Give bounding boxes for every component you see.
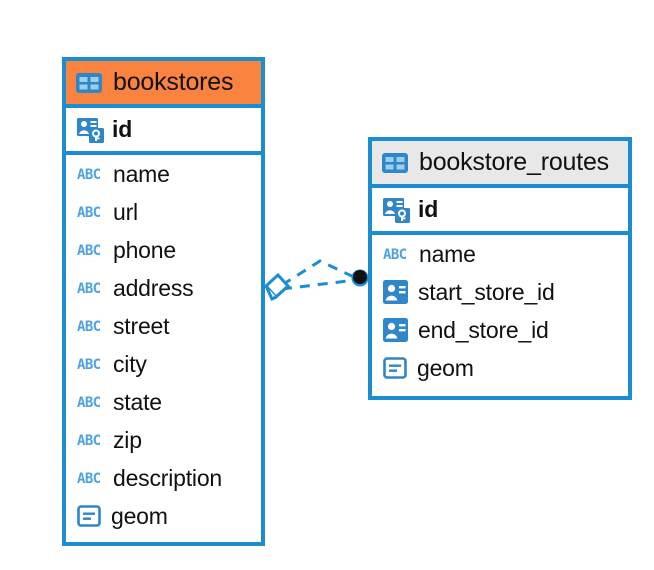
abc-text-icon: ABC [77, 243, 103, 257]
svg-text:ABC: ABC [77, 243, 101, 257]
field-row-address[interactable]: ABC address [66, 269, 261, 307]
foreign-key-icon [383, 280, 408, 304]
field-row-state[interactable]: ABC state [66, 383, 261, 421]
field-row-end-store-id[interactable]: end_store_id [372, 311, 628, 349]
field-label-url: url [113, 198, 138, 225]
entity-title-bookstores: bookstores [113, 68, 234, 96]
field-label-geom: geom [111, 502, 168, 529]
svg-text:ABC: ABC [77, 433, 101, 447]
field-row-geom[interactable]: geom [372, 349, 628, 387]
relationship-branch-lower [281, 278, 357, 291]
field-label-street: street [113, 312, 170, 339]
abc-text-icon: ABC [77, 433, 103, 447]
abc-text-icon: ABC [77, 357, 103, 371]
field-label-end-store-id: end_store_id [418, 316, 549, 343]
field-row-id[interactable]: id [372, 188, 628, 235]
field-row-name[interactable]: ABC name [66, 155, 261, 193]
abc-text-icon: ABC [77, 205, 103, 219]
abc-text-icon: ABC [77, 395, 103, 409]
field-label-geom: geom [417, 354, 474, 381]
table-icon [76, 72, 102, 93]
field-label-description: description [113, 464, 223, 491]
field-row-zip[interactable]: ABC zip [66, 421, 261, 459]
entity-bookstore-routes[interactable]: bookstore_routes id [368, 137, 632, 400]
filled-circle-marker [353, 270, 367, 284]
geometry-icon [77, 505, 101, 527]
field-label-start-store-id: start_store_id [418, 278, 555, 305]
entity-header-bookstore-routes[interactable]: bookstore_routes [372, 141, 628, 188]
geometry-icon [383, 357, 407, 379]
abc-text-icon: ABC [77, 471, 103, 485]
field-label-id: id [112, 116, 133, 142]
field-row-street[interactable]: ABC street [66, 307, 261, 345]
field-row-start-store-id[interactable]: start_store_id [372, 273, 628, 311]
abc-text-icon: ABC [77, 319, 103, 333]
svg-text:ABC: ABC [77, 357, 101, 371]
primary-key-icon [77, 117, 104, 143]
field-label-city: city [113, 350, 147, 377]
diamond-marker [263, 272, 291, 300]
field-row-city[interactable]: ABC city [66, 345, 261, 383]
svg-text:ABC: ABC [77, 471, 101, 485]
svg-text:ABC: ABC [77, 319, 101, 333]
filled-circle-marker-halo [351, 269, 369, 287]
field-label-name: name [113, 160, 170, 187]
primary-key-icon [383, 197, 410, 223]
field-row-id[interactable]: id [66, 108, 261, 155]
relationship-branch-upper [281, 259, 357, 287]
field-label-address: address [113, 274, 194, 301]
field-row-name[interactable]: ABC name [372, 235, 628, 273]
field-label-phone: phone [113, 236, 176, 263]
svg-text:ABC: ABC [77, 205, 101, 219]
abc-text-icon: ABC [77, 167, 103, 181]
field-label-id: id [418, 196, 439, 222]
diamond-marker-tail [264, 285, 277, 302]
field-row-geom[interactable]: geom [66, 497, 261, 535]
svg-text:ABC: ABC [77, 395, 101, 409]
table-icon [382, 152, 408, 173]
svg-text:ABC: ABC [77, 167, 101, 181]
entity-header-bookstores[interactable]: bookstores [66, 61, 261, 108]
abc-text-icon: ABC [77, 281, 103, 295]
entity-bookstores[interactable]: bookstores id [62, 57, 265, 546]
abc-text-icon: ABC [383, 247, 409, 261]
field-label-zip: zip [113, 426, 142, 453]
field-label-name: name [419, 240, 476, 267]
svg-text:ABC: ABC [77, 281, 101, 295]
field-row-phone[interactable]: ABC phone [66, 231, 261, 269]
field-row-description[interactable]: ABC description [66, 459, 261, 497]
entity-title-bookstore-routes: bookstore_routes [419, 148, 609, 176]
field-label-state: state [113, 388, 162, 415]
field-row-url[interactable]: ABC url [66, 193, 261, 231]
svg-text:ABC: ABC [383, 247, 407, 261]
foreign-key-icon [383, 318, 408, 342]
